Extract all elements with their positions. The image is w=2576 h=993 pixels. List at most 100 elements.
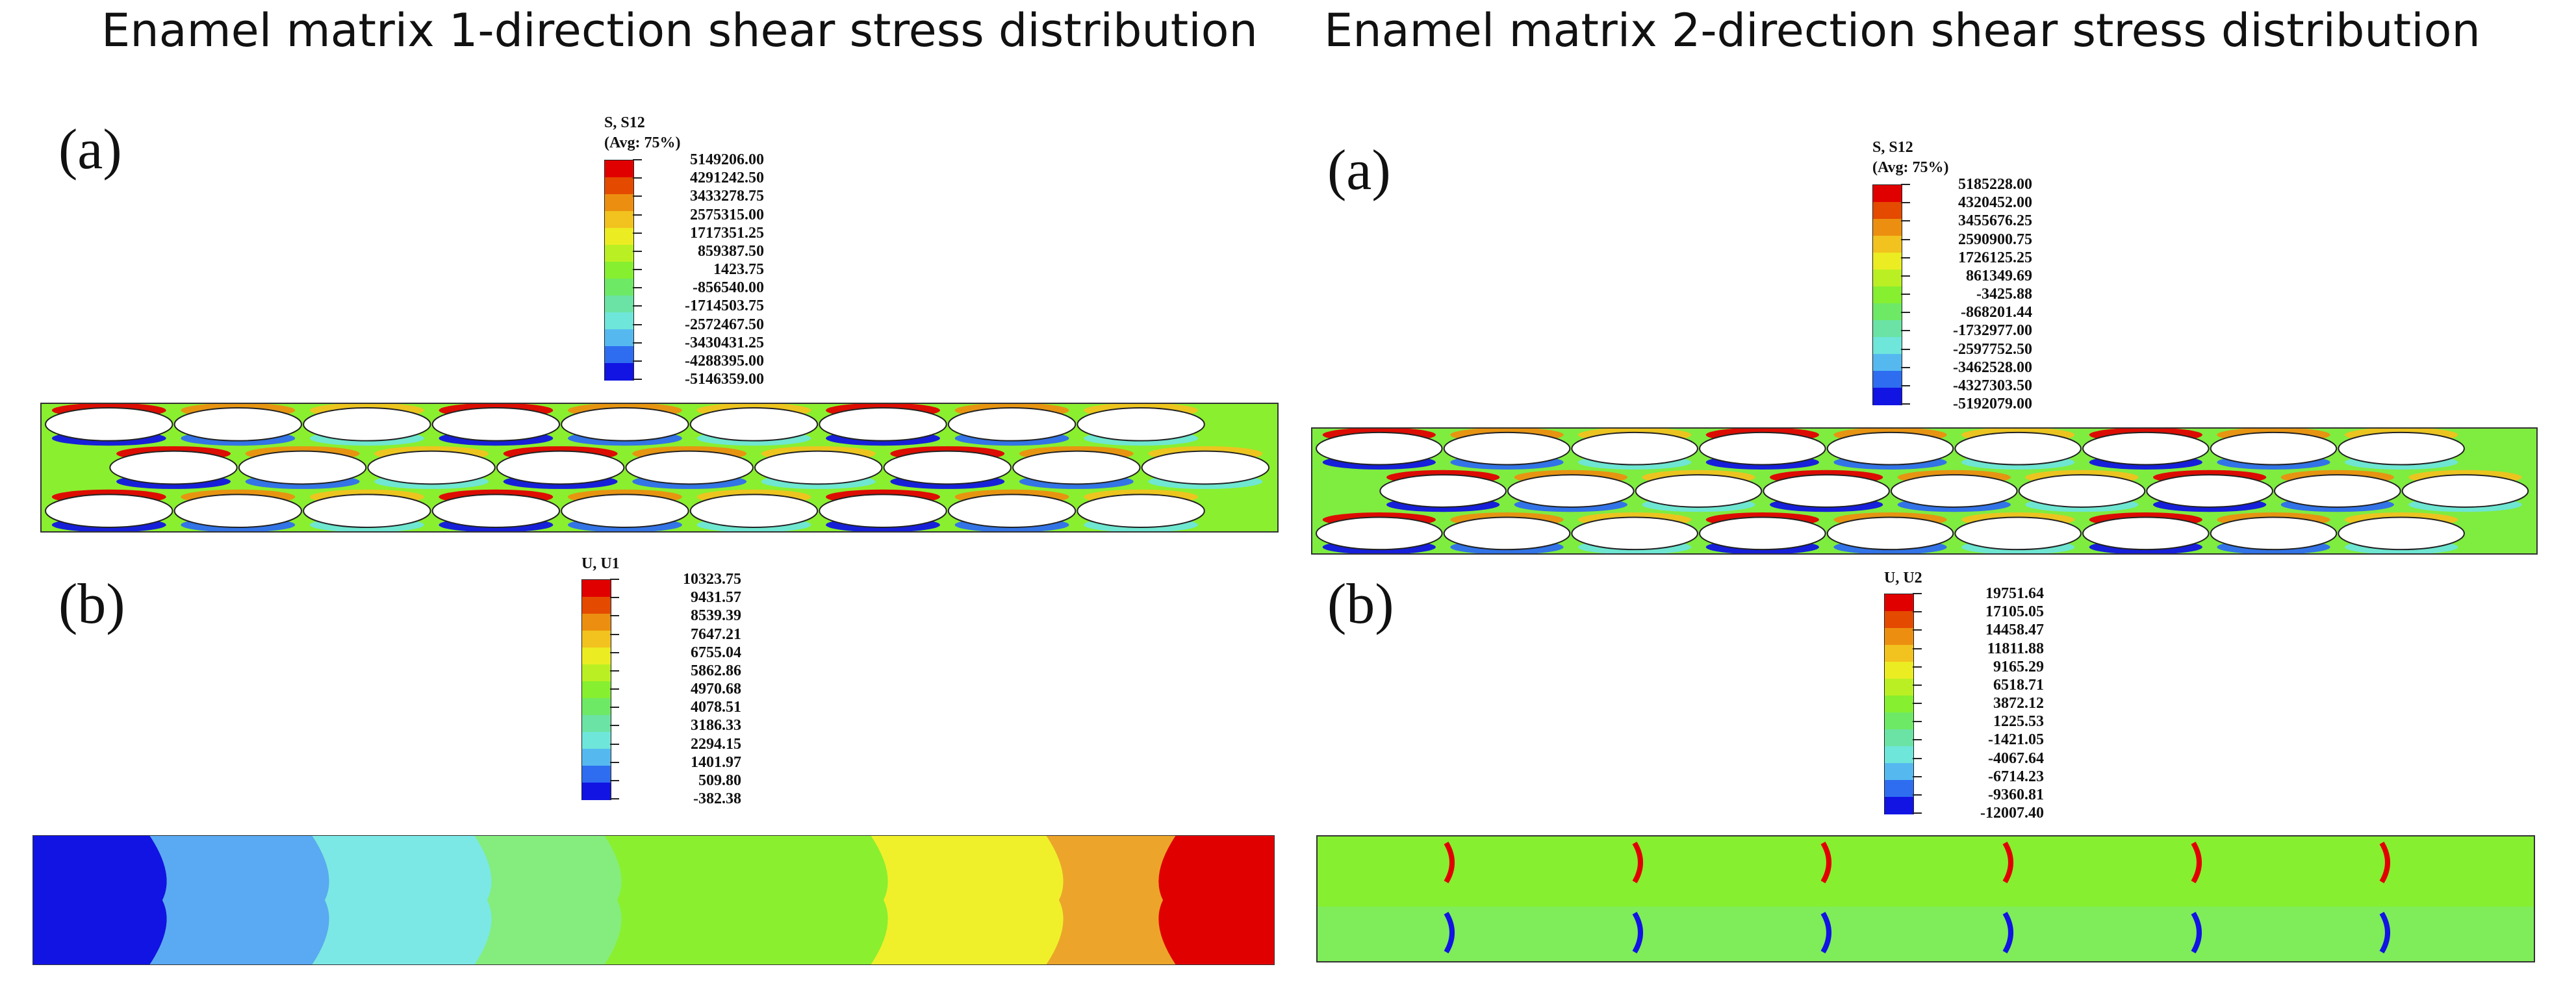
legend-tick [1913,593,1922,594]
enamel-rod-hole [173,407,303,442]
enamel-rod-hole [625,450,754,485]
legend-color-band [605,312,633,330]
legend-value: 4320452.00 [1958,194,2032,212]
legend-value: 4970.68 [691,681,741,698]
enamel-rod-hole [1635,474,1763,508]
enamel-rod-hole [947,494,1077,529]
legend-value: 859387.50 [698,242,764,260]
legend-tick [610,633,619,635]
legend-color-bar [581,579,611,800]
enamel-rod-hole [303,407,431,442]
legend-color-band [1885,611,1913,629]
enamel-rod-hole [2146,474,2273,508]
legend-average-label: (Avg: 75%) [1872,159,1949,176]
legend-value: -6714.23 [1988,768,2044,785]
legend-tick [610,579,619,580]
legend-color-band [582,664,611,682]
legend-color-band [1873,371,1902,388]
legend-value: 10323.75 [683,571,741,588]
legend-tick [1913,684,1922,686]
left-panel-a-label: (a) [58,118,122,181]
right-figure-title: Enamel matrix 2-direction shear stress d… [1324,4,2480,57]
legend-variable-label: U, U1 [581,555,620,572]
enamel-rod-hole [1077,494,1205,529]
enamel-rod-hole [1954,516,2082,551]
legend-color-band [1885,746,1913,764]
legend-color-band [1885,628,1913,646]
legend-tick [610,651,619,653]
legend-value: -9360.81 [1988,786,2044,803]
enamel-rod-hole [2401,474,2529,508]
legend-tick [1901,184,1910,185]
legend-color-band [582,732,611,749]
legend-color-band [1885,712,1913,730]
enamel-rod-hole [754,450,883,485]
legend-color-band [1885,696,1913,713]
legend-value: 5149206.00 [690,151,764,168]
enamel-rod-hole [2338,516,2465,551]
enamel-rod-hole [2018,474,2146,508]
legend-color-band [1873,320,1902,338]
legend-color-band [1873,253,1902,270]
legend-tick [610,798,619,799]
legend-color-band [1885,729,1913,747]
enamel-rod-hole [2210,431,2338,466]
legend-variable-label: U, U2 [1884,570,1922,586]
enamel-rod-hole [689,494,819,529]
displacement-coldspot [2002,911,2013,954]
legend-value: 1225.53 [1993,713,2044,731]
legend-value: -1421.05 [1988,731,2044,749]
enamel-rod-hole [1571,516,1698,551]
enamel-rod-hole [1077,407,1205,442]
legend-color-bar [604,160,634,381]
legend-value: -12007.40 [1980,805,2044,822]
legend-tick [1901,348,1910,350]
enamel-rod-hole [1443,431,1571,466]
legend-tick [1901,366,1910,368]
legend-tick [1913,757,1922,759]
legend-color-band [605,279,633,296]
enamel-rod-hole [431,407,561,442]
legend-tick [633,305,642,307]
enamel-rod-hole [1443,516,1571,551]
legend-value: 2575315.00 [690,206,764,223]
displacement-coldspot [2191,911,2202,954]
enamel-rod-hole [2274,474,2401,508]
legend-value: 8539.39 [691,607,741,625]
legend-color-band [1873,337,1902,355]
left-displacement-model [32,835,1275,965]
legend-value: 1726125.25 [1958,249,2032,266]
legend-value: -4288395.00 [685,352,764,370]
legend-value: 3433278.75 [690,188,764,205]
enamel-rod-hole [1826,516,1954,551]
legend-tick [610,725,619,727]
legend-value: -2572467.50 [685,316,764,333]
legend-tick [1901,403,1910,405]
legend-average-label: (Avg: 75%) [604,134,681,151]
legend-tick [1913,812,1922,814]
displacement-coldspot [1820,911,1831,954]
legend-value: 1401.97 [691,753,741,771]
displacement-hotspot [1632,841,1643,884]
legend-color-band [1873,303,1902,321]
enamel-rod-hole [561,494,689,529]
legend-tick [1913,775,1922,777]
enamel-rod-hole [109,450,238,485]
legend-tick [610,761,619,763]
legend-color-band [1873,236,1902,253]
legend-value: -5146359.00 [685,371,764,388]
displacement-hotspot [1820,841,1831,884]
legend-tick [610,615,619,617]
legend-tick [633,250,642,252]
enamel-rod-hole [1826,431,1954,466]
legend-value: -1714503.75 [685,297,764,315]
enamel-rod-hole [1141,450,1270,485]
legend-value: 3872.12 [1993,695,2044,712]
legend-tick [1913,739,1922,741]
legend-variable-label: S, S12 [1872,139,1913,156]
legend-tick [1901,330,1910,332]
legend-value: -1732977.00 [1953,322,2032,340]
legend-color-band [1873,388,1902,405]
